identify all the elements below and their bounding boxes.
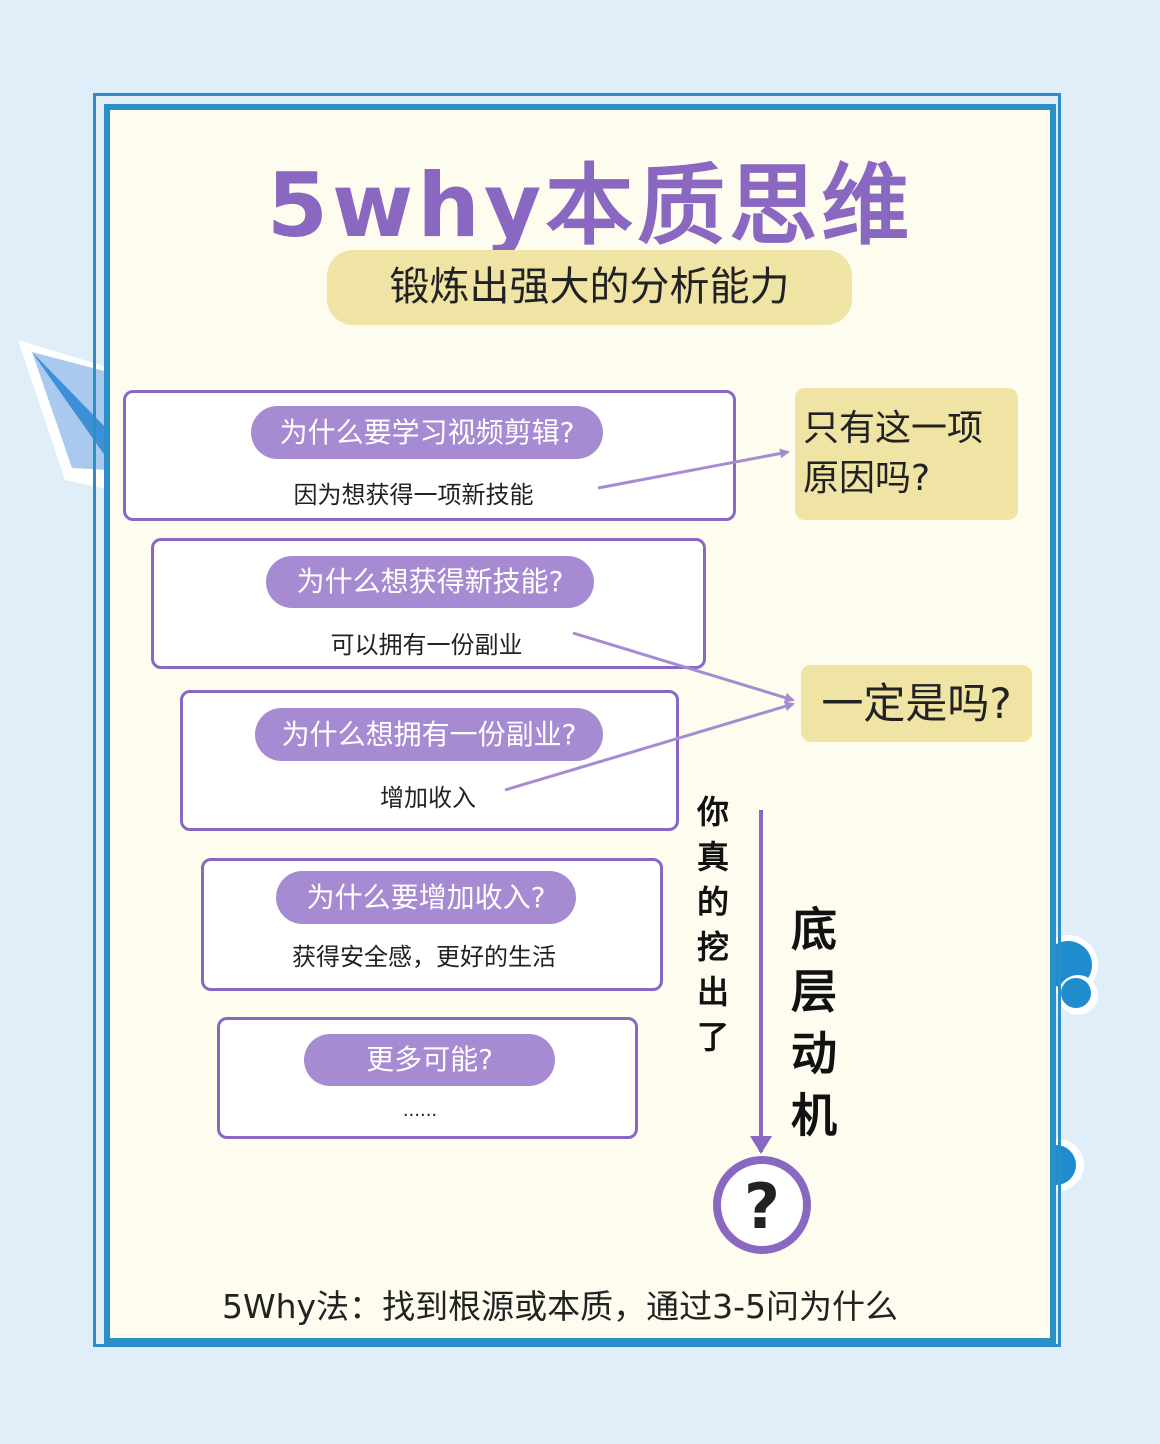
note-really: 一定是吗? <box>801 665 1032 742</box>
why-answer-4: 获得安全感，更好的生活 <box>292 943 556 971</box>
arrow-3 <box>504 701 795 792</box>
arrow-1 <box>597 448 790 490</box>
why-question-3: 为什么想拥有一份副业? <box>255 708 603 761</box>
outer-frame <box>93 93 1061 1347</box>
subtitle-badge: 锻炼出强大的分析能力 <box>327 250 852 325</box>
why-card-4: 为什么要增加收入? 获得安全感，更好的生活 <box>201 858 663 991</box>
page-title: 5why本质思维 <box>266 154 914 257</box>
footer-text: 5Why法：找到根源或本质，通过3-5问为什么 <box>222 1287 898 1326</box>
question-circle-icon <box>713 1156 811 1254</box>
paper-plane-icon <box>18 340 110 490</box>
why-card-5: 更多可能? ...... <box>217 1017 638 1139</box>
why-answer-1: 因为想获得一项新技能 <box>293 481 534 509</box>
why-answer-2: 可以拥有一份副业 <box>330 631 523 659</box>
why-card-3: 为什么想拥有一份副业? 增加收入 <box>180 690 679 831</box>
vertical-question-text: 你真的挖出了 <box>692 795 730 1065</box>
why-question-2: 为什么想获得新技能? <box>266 556 594 608</box>
why-card-2: 为什么想获得新技能? 可以拥有一份副业 <box>151 538 706 669</box>
why-question-4: 为什么要增加收入? <box>276 871 576 924</box>
why-answer-5: ...... <box>402 1100 438 1121</box>
note-only-reason-line1: 只有这一项 <box>803 408 984 449</box>
note-only-reason-line2: 原因吗? <box>803 458 931 499</box>
note-only-reason: 只有这一项 原因吗? <box>795 388 1018 520</box>
why-question-5: 更多可能? <box>304 1034 555 1086</box>
question-mark-icon: ? <box>744 1170 780 1243</box>
why-answer-3: 增加收入 <box>380 784 476 812</box>
why-question-1: 为什么要学习视频剪辑? <box>251 406 603 459</box>
arrow-2 <box>572 631 795 703</box>
root-motive-text: 底层动机 <box>784 905 838 1153</box>
why-card-1: 为什么要学习视频剪辑? 因为想获得一项新技能 <box>123 390 736 521</box>
